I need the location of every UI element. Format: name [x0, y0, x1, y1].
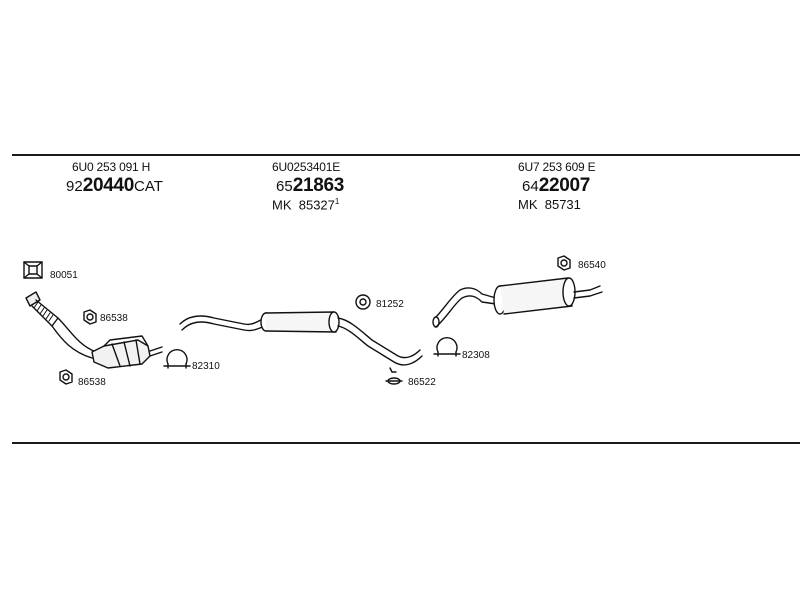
- middle-part-number: 6521863: [276, 175, 344, 197]
- rubber-ring-icon[interactable]: [355, 294, 371, 310]
- front-part-main: 20440: [82, 175, 135, 196]
- middle-section-header: 6U0253401E 6521863 MK 853271: [272, 160, 344, 212]
- rear-part-number: 6422007: [522, 175, 595, 197]
- joint-clamp-label: 86522: [408, 377, 436, 388]
- clamp-label-rear: 82308: [462, 350, 490, 361]
- rear-part-main: 22007: [538, 175, 591, 196]
- middle-mk-prefix: MK: [272, 197, 292, 213]
- front-section-header: 6U0 253 091 H 9220440CAT: [66, 160, 163, 197]
- rear-mk-prefix: MK: [518, 197, 538, 212]
- middle-part-main: 21863: [292, 175, 345, 196]
- front-part-number: 9220440CAT: [66, 175, 163, 197]
- hex-nut-icon[interactable]: [59, 369, 73, 385]
- pipe-clamp-icon[interactable]: [163, 348, 191, 369]
- rear-mk-number: 85731: [544, 197, 581, 212]
- top-divider-line: [12, 154, 800, 156]
- front-part-suffix: CAT: [134, 178, 163, 195]
- rear-silencer-icon[interactable]: [432, 277, 603, 328]
- front-pipe-icon[interactable]: [25, 291, 97, 359]
- rubber-hanger-icon[interactable]: [557, 255, 571, 271]
- gasket-label: 80051: [50, 270, 78, 281]
- nut-label-lower: 86538: [78, 377, 106, 388]
- bottom-divider-line: [12, 442, 800, 444]
- hex-nut-icon[interactable]: [83, 309, 97, 325]
- ring-label: 81252: [376, 299, 404, 310]
- joint-clamp-icon[interactable]: [385, 367, 403, 385]
- hanger-label: 86540: [578, 260, 606, 271]
- middle-mk-sup: 1: [334, 197, 340, 206]
- front-part-prefix: 92: [66, 178, 83, 195]
- flange-gasket-icon[interactable]: [23, 261, 43, 279]
- middle-oe-number: 6U0253401E: [272, 160, 341, 174]
- middle-mounting-kit: MK 853271: [272, 197, 344, 212]
- rear-mounting-kit: MK 85731: [518, 197, 595, 212]
- rear-oe-number: 6U7 253 609 E: [518, 160, 596, 174]
- rear-part-prefix: 64: [522, 178, 539, 195]
- catalytic-converter-icon[interactable]: [91, 335, 163, 369]
- pipe-clamp-icon[interactable]: [433, 336, 461, 357]
- rear-section-header: 6U7 253 609 E 6422007 MK 85731: [518, 160, 596, 212]
- nut-label-upper: 86538: [100, 313, 128, 324]
- clamp-label-front: 82310: [192, 361, 220, 372]
- front-oe-number: 6U0 253 091 H: [72, 160, 151, 174]
- middle-part-prefix: 65: [276, 178, 293, 195]
- middle-mk-number: 85327: [298, 197, 335, 213]
- middle-silencer-pipe-icon[interactable]: [179, 311, 423, 366]
